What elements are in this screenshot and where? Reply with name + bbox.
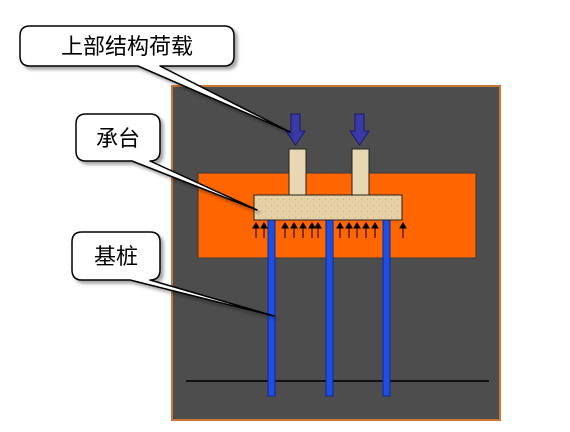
pile-right (382, 217, 391, 397)
up-arrow-icon (260, 222, 268, 238)
callout-pile-cap (75, 113, 258, 211)
callout-superstructure-load (19, 25, 291, 133)
up-arrow-icon (353, 222, 361, 238)
down-arrow-icon (285, 113, 306, 146)
down-arrow-icon (349, 113, 370, 146)
soil-reaction-arrows (252, 222, 407, 238)
up-arrow-icon (252, 222, 260, 238)
label-pile-cap: 承台 (96, 127, 140, 152)
column-left (288, 148, 307, 196)
up-arrow-icon (290, 222, 298, 238)
up-arrow-icon (371, 222, 379, 238)
pile-cap (253, 194, 403, 221)
label-superstructure-load: 上部结构荷载 (61, 35, 193, 60)
label-pile: 基桩 (94, 245, 138, 270)
up-arrow-icon (336, 222, 344, 238)
column-right (351, 148, 370, 196)
up-arrow-icon (281, 222, 289, 238)
pile-left (267, 217, 276, 397)
up-arrow-icon (345, 222, 353, 238)
callout-pile (71, 231, 275, 317)
up-arrow-icon (399, 222, 407, 238)
pile-middle (325, 217, 334, 397)
up-arrow-icon (308, 222, 316, 238)
up-arrow-icon (362, 222, 370, 238)
up-arrow-icon (314, 222, 322, 238)
up-arrow-icon (299, 222, 307, 238)
